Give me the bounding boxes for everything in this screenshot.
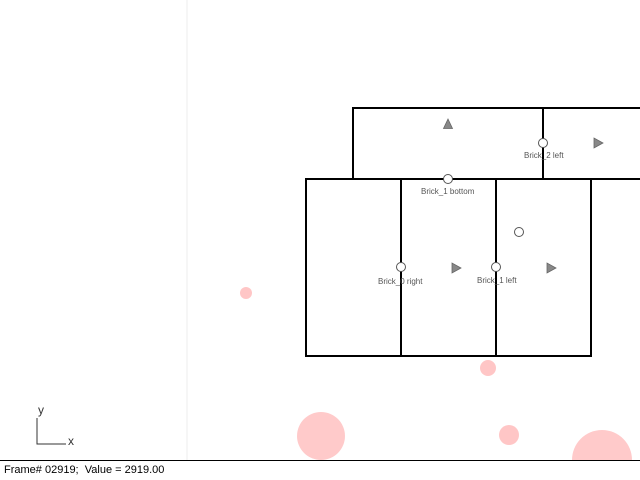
brick-3[interactable]	[495, 178, 592, 357]
arrow-right-icon	[451, 262, 462, 274]
frame-label: Frame#	[4, 464, 42, 476]
value-label: Value =	[84, 464, 122, 476]
value-readout: 2919.00	[124, 464, 165, 476]
arrow-right-icon	[593, 137, 604, 149]
frame-number: 02919;	[44, 464, 79, 476]
axis-y-label: y	[38, 403, 44, 417]
brick-1[interactable]	[400, 178, 497, 357]
status-bar: Frame# 02919; Value = 2919.00	[0, 460, 640, 480]
joint-label-brick-0-right: Brick_0 right	[378, 277, 423, 286]
joint-brick-0-right[interactable]	[396, 262, 406, 272]
particles	[240, 287, 632, 460]
joints	[396, 138, 548, 272]
axis-indicator: y x	[36, 403, 74, 448]
particle	[480, 360, 496, 376]
particle	[499, 425, 519, 445]
direction-arrows	[442, 118, 604, 274]
particle	[297, 412, 345, 460]
joint-label-brick-2-left: Brick_2 left	[524, 151, 564, 160]
arrow-up-icon	[442, 118, 454, 129]
joint-brick-1-left[interactable]	[491, 262, 501, 272]
bricks	[305, 107, 640, 357]
particle	[240, 287, 252, 299]
brick-0[interactable]	[305, 178, 402, 357]
particle	[572, 430, 632, 460]
joint-brick-2-left[interactable]	[538, 138, 548, 148]
joint-label-brick-1-bottom: Brick_1 bottom	[421, 187, 475, 196]
joint-label-brick-1-left: Brick_1 left	[477, 276, 517, 285]
joint-brick-1-bottom[interactable]	[443, 174, 453, 184]
arrow-right-icon	[546, 262, 557, 274]
axis-x-label: x	[68, 434, 74, 448]
simulation-viewport[interactable]: Brick_2 left Brick_1 bottom Brick_0 righ…	[0, 0, 640, 460]
scene-canvas: Brick_2 left Brick_1 bottom Brick_0 righ…	[36, 0, 640, 460]
axis-lines	[36, 418, 66, 445]
joint-free[interactable]	[514, 227, 524, 237]
